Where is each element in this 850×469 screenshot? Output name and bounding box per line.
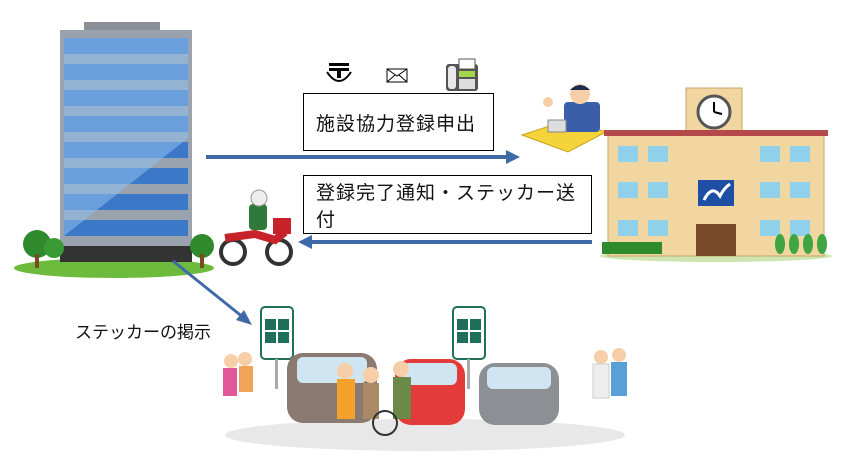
accessible-parking-scene-illustration	[223, 306, 627, 451]
arrow-right-to-office	[206, 150, 520, 164]
envelope-icon	[386, 68, 408, 83]
office-building-illustration	[14, 22, 214, 278]
completion-step-box: 登録完了通知・ステッカー送付	[303, 175, 592, 234]
parking-sign-left	[260, 306, 294, 389]
application-label: 施設協力登録申出	[316, 112, 477, 135]
fax-icon	[446, 58, 478, 91]
parking-sign-right	[452, 306, 486, 389]
mail-delivery-motorbike-illustration	[219, 189, 293, 266]
municipal-office-illustration	[600, 87, 832, 262]
arrow-left-to-facility	[298, 235, 592, 249]
application-step-box: 施設協力登録申出	[303, 93, 494, 151]
sticker-display-label: ステッカーの掲示	[75, 323, 211, 343]
arrow-to-sticker-display	[172, 259, 252, 325]
staff-at-desk-illustration	[520, 84, 608, 153]
postal-mark-icon	[326, 63, 352, 82]
completion-label: 登録完了通知・ステッカー送付	[316, 181, 577, 231]
